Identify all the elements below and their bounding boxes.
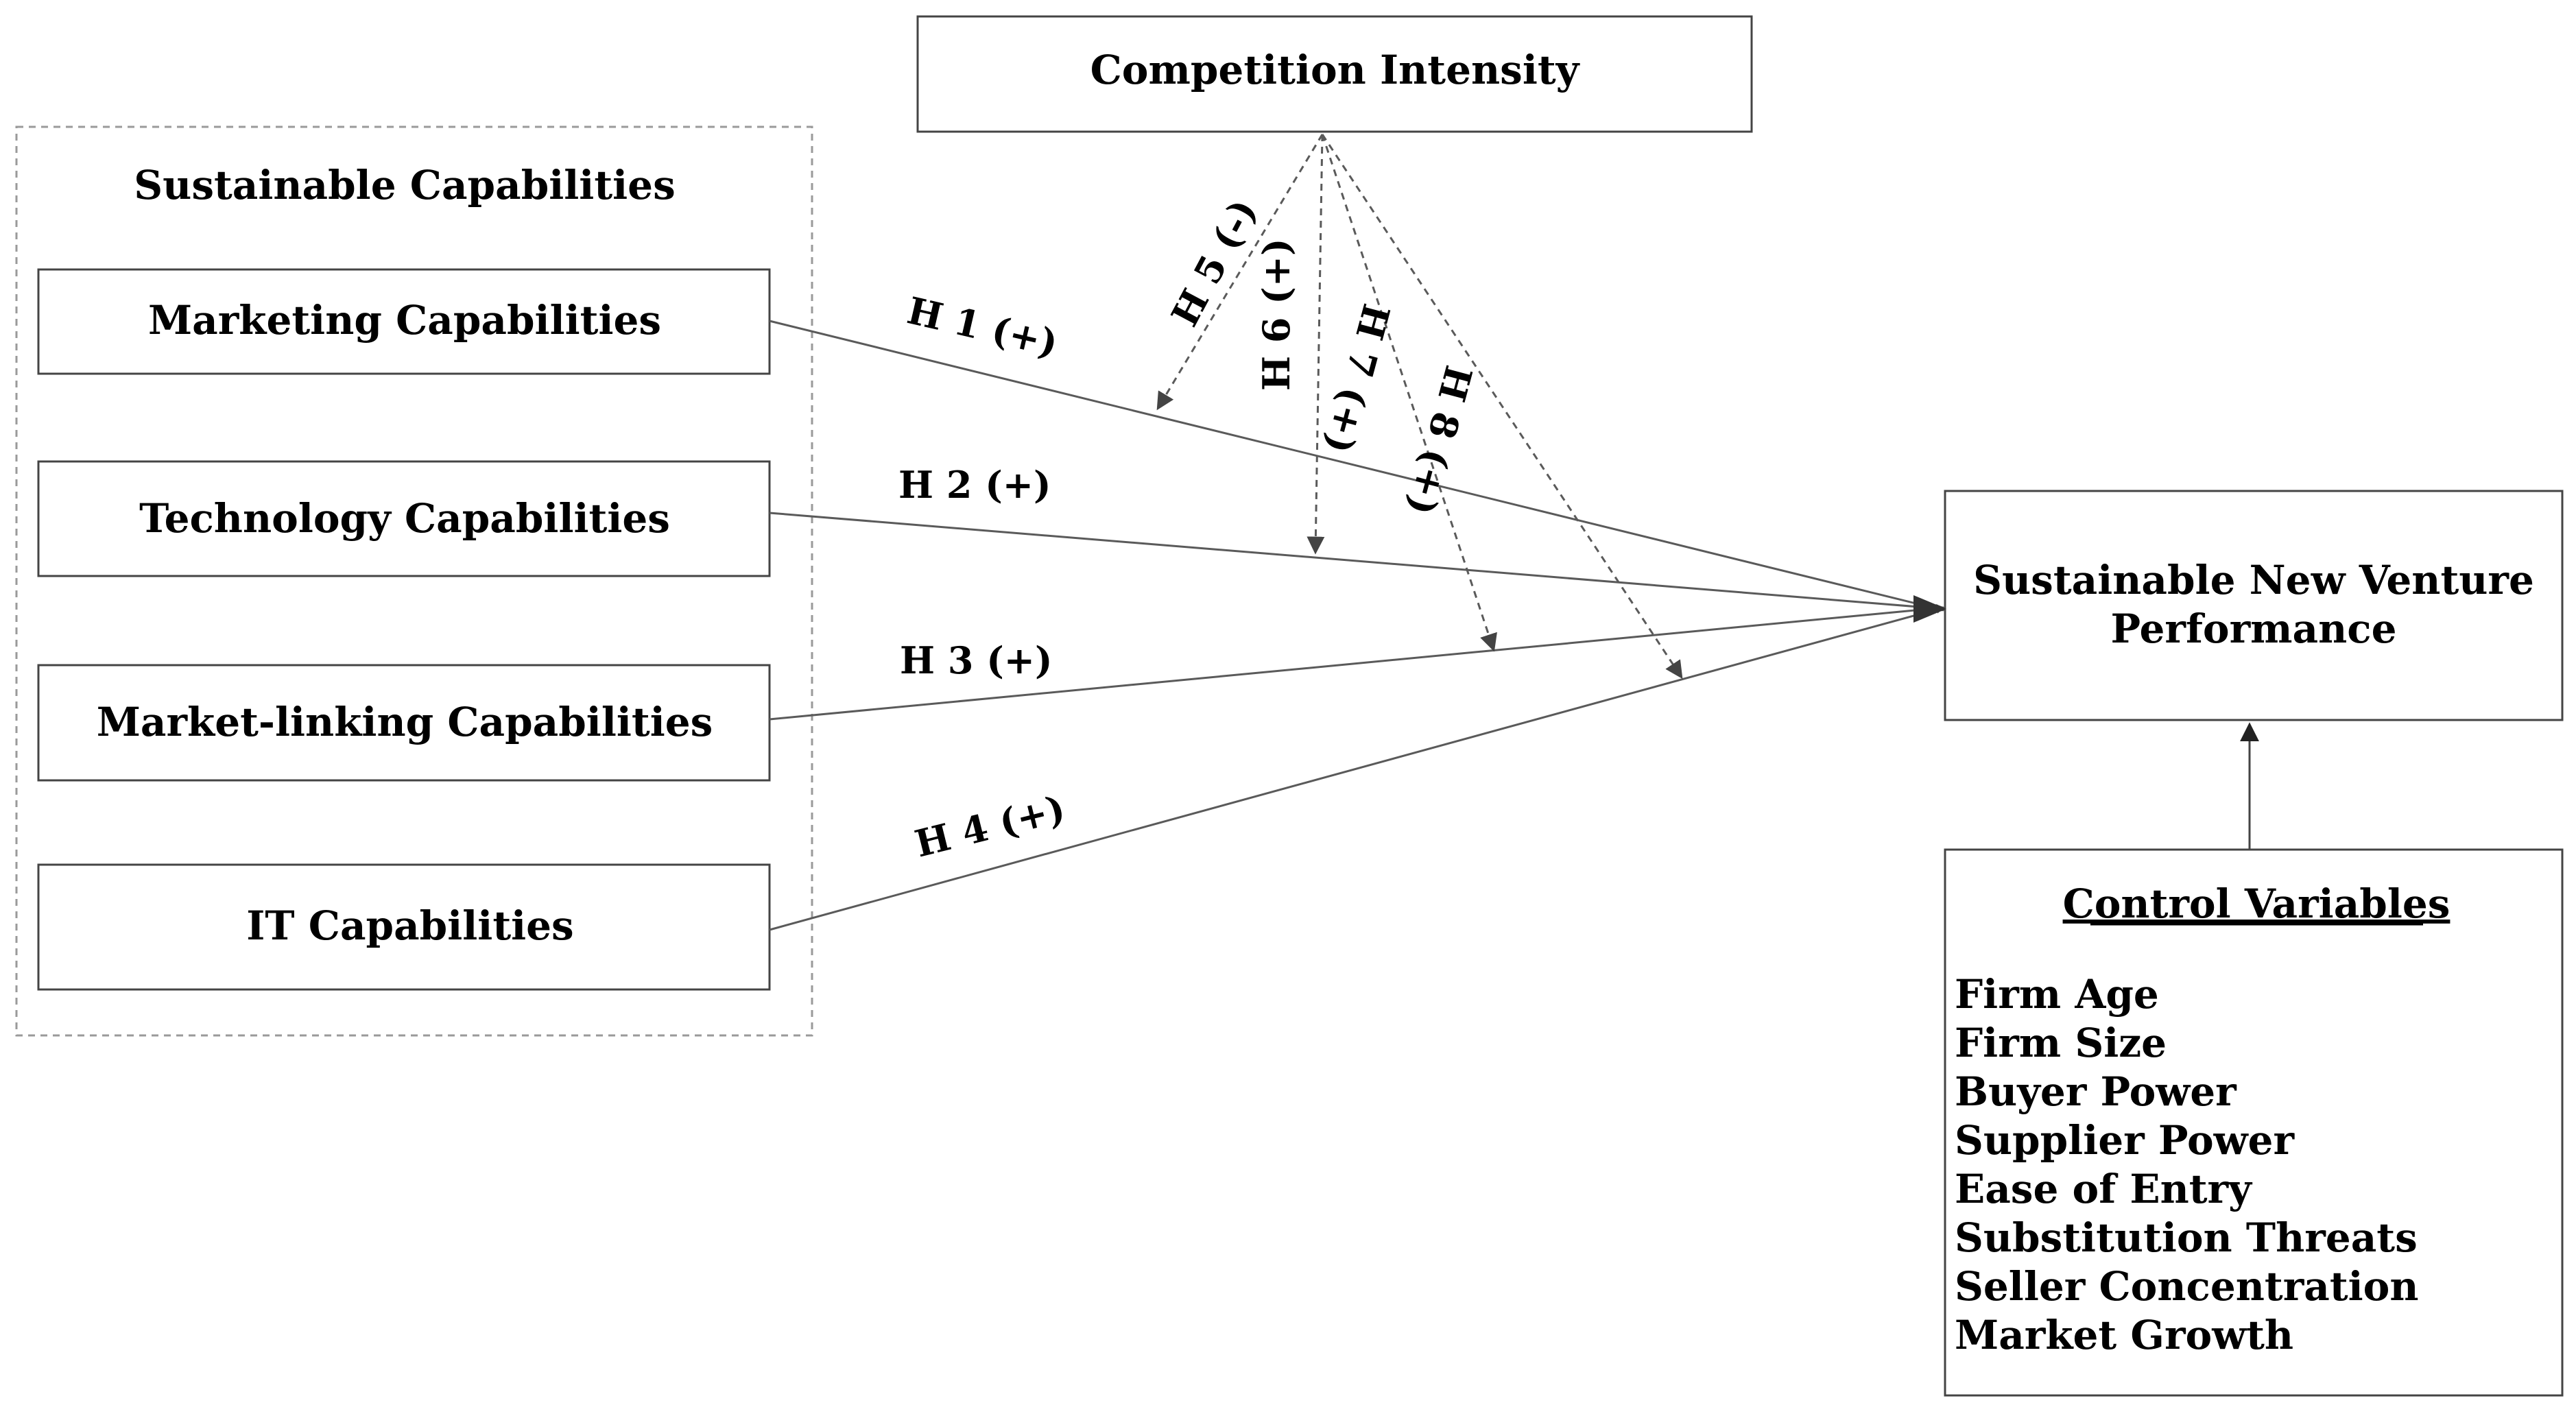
h1-label: H 1 (+) (903, 288, 1062, 365)
it-capabilities-box (37, 863, 771, 991)
h7-label: H 7 (+) (1317, 300, 1398, 459)
market-linking-capabilities-label: Market-linking Capabilities (97, 699, 713, 745)
h2-label: H 2 (+) (898, 463, 1051, 507)
control-item: Market Growth (1955, 1312, 2293, 1358)
performance-box (1944, 490, 2564, 721)
technology-capabilities-box (37, 460, 771, 577)
market-linking-capabilities-box (37, 664, 771, 782)
h6-label: H 6 (+) (1254, 238, 1298, 391)
h5-moderation-arrow (1156, 134, 1324, 411)
h5-label: H 5 (-) (1162, 192, 1265, 333)
control-variables-title: Control Variables (2063, 880, 2450, 927)
performance-arrowhead (1913, 595, 1946, 623)
h8-label: H 8 (+) (1399, 361, 1481, 520)
h1-arrow (769, 320, 1945, 613)
control-item: Firm Size (1955, 1020, 2167, 1066)
it-capabilities-label: IT Capabilities (246, 902, 573, 949)
competition-intensity-box (916, 15, 1753, 133)
performance-label-line1: Sustainable New Venture (1973, 557, 2534, 603)
control-variables-list: Firm Age Firm Size Buyer Power Supplier … (1955, 971, 2419, 1358)
control-item: Buyer Power (1955, 1068, 2237, 1115)
h7-moderation-arrow (1321, 134, 1497, 652)
marketing-capabilities-label: Marketing Capabilities (148, 297, 661, 344)
control-item: Ease of Entry (1955, 1166, 2253, 1212)
control-variables-box (1944, 848, 2564, 1397)
h4-arrow (769, 605, 1945, 931)
control-item: Seller Concentration (1955, 1263, 2419, 1310)
h3-label: H 3 (+) (900, 638, 1053, 682)
control-item: Substitution Threats (1955, 1214, 2418, 1261)
competition-intensity-label: Competition Intensity (1090, 47, 1581, 93)
h8-moderation-arrow (1321, 134, 1683, 680)
control-item: Supplier Power (1955, 1117, 2295, 1164)
technology-capabilities-label: Technology Capabilities (139, 495, 670, 542)
control-item: Firm Age (1955, 971, 2159, 1018)
performance-label-line2: Performance (2110, 605, 2396, 652)
marketing-capabilities-box (37, 268, 771, 375)
sustainable-capabilities-group (15, 125, 813, 1037)
h6-moderation-arrow (1307, 134, 1325, 555)
h3-arrow (769, 604, 1945, 721)
h2-arrow (769, 512, 1945, 613)
group-title: Sustainable Capabilities (134, 162, 675, 208)
